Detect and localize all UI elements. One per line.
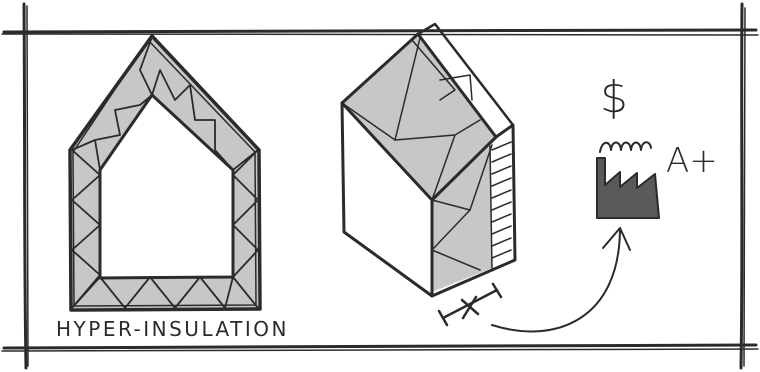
wall-stud-lines [492,142,511,258]
benefit-arrow [492,228,630,331]
rating-a-plus: A+ [666,141,718,181]
factory-icon [597,142,659,218]
smoke-squiggle [600,142,651,152]
wall-block [342,24,515,325]
dollar-sign-icon: $ [600,72,628,123]
caption-hyper-insulation: HYPER-INSULATION [56,317,289,341]
house-section: HYPER-INSULATION [56,36,289,341]
